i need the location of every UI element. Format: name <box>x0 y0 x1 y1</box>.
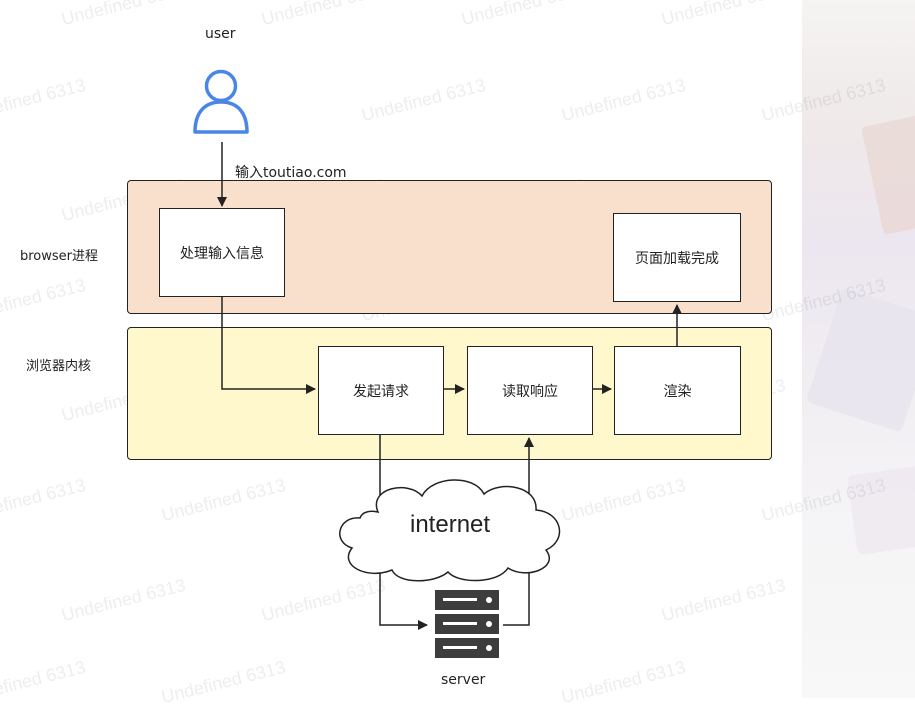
background-photo-edge <box>802 0 915 698</box>
page-loaded-node: 页面加载完成 <box>613 213 741 302</box>
lane-label-kernel: 浏览器内核 <box>26 359 92 374</box>
internet-label: internet <box>410 511 491 538</box>
send-request-node: 发起请求 <box>318 346 444 435</box>
render-node: 渲染 <box>614 346 741 435</box>
user-label: user <box>205 26 236 42</box>
edge-input-to-request <box>221 297 316 394</box>
user-icon <box>193 69 249 134</box>
server-label: server <box>441 672 486 688</box>
server-icon <box>435 590 499 658</box>
input-action-label: 输入toutiao.com <box>235 165 347 181</box>
internet-cloud-icon <box>339 479 561 582</box>
read-response-node: 读取响应 <box>467 346 593 435</box>
lane-label-browser: browser进程 <box>20 249 99 264</box>
handle-input-node: 处理输入信息 <box>159 208 285 297</box>
